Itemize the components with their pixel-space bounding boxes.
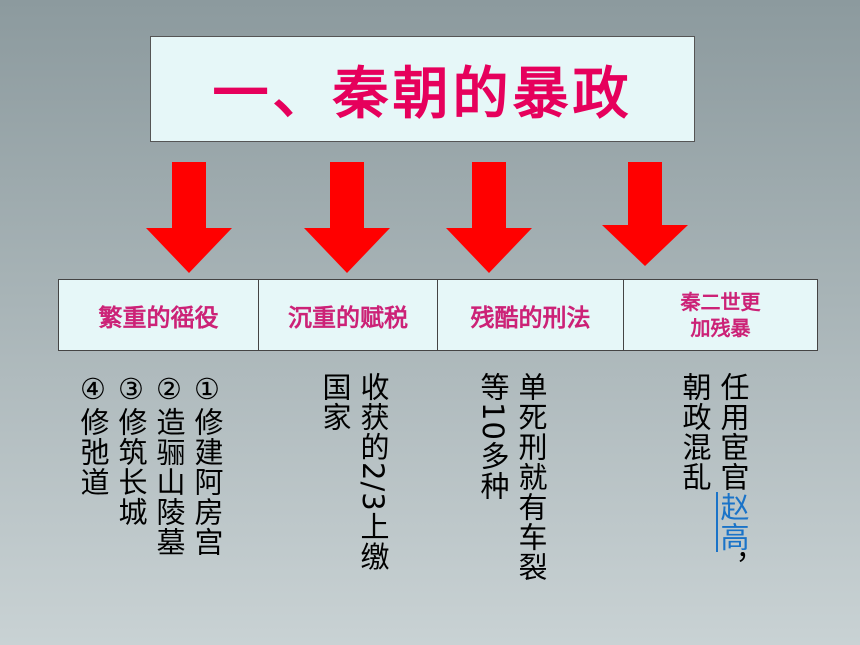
page-title: 一、秦朝的暴政	[212, 61, 633, 127]
qin2-line-2: 朝政混乱	[678, 372, 712, 492]
arrow-down-icon	[304, 162, 390, 273]
zhaogao-link[interactable]: 赵高	[716, 492, 750, 552]
xingfa-items: 单死刑就有车裂 等10多种	[476, 372, 548, 582]
yaoyi-item-1: ①修建阿房宫	[190, 372, 224, 557]
yaoyi-item-3: ③修筑长城	[114, 372, 148, 527]
header-qin2: 秦二世更 加残暴	[624, 280, 817, 350]
category-header-row: 繁重的徭役 沉重的赋税 残酷的刑法 秦二世更 加残暴	[58, 279, 818, 351]
qin2-line-1-text: 任用宦官	[716, 372, 750, 492]
header-yaoyi: 繁重的徭役	[59, 280, 259, 350]
header-fushui: 沉重的赋税	[259, 280, 438, 350]
fushui-items: 收获的2/3上缴 国家	[318, 372, 390, 572]
xingfa-line-1: 单死刑就有车裂	[514, 372, 548, 582]
header-qin2-line1: 秦二世更	[680, 290, 761, 314]
yaoyi-item-2: ②造骊山陵墓	[152, 372, 186, 557]
header-xingfa: 残酷的刑法	[438, 280, 624, 350]
qin2-line-1: 任用宦官赵高，	[716, 372, 750, 582]
yaoyi-item-4: ④修弛道	[76, 372, 110, 497]
yaoyi-items: ①修建阿房宫 ②造骊山陵墓 ③修筑长城 ④修弛道	[76, 372, 224, 557]
title-box: 一、秦朝的暴政	[150, 36, 695, 142]
arrows-group	[146, 162, 688, 273]
qin2-items: 任用宦官赵高， 朝政混乱	[678, 372, 750, 582]
arrow-down-icon	[602, 162, 688, 266]
qin2-line-1-punct: ，	[716, 552, 750, 582]
xingfa-line-2: 等10多种	[476, 372, 510, 501]
arrow-down-icon	[146, 162, 232, 273]
fushui-line-2: 国家	[318, 372, 352, 432]
header-qin2-line2: 加残暴	[690, 316, 751, 340]
arrow-down-icon	[446, 162, 532, 273]
fushui-line-1: 收获的2/3上缴	[356, 372, 390, 572]
